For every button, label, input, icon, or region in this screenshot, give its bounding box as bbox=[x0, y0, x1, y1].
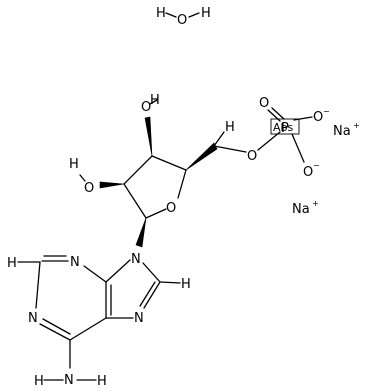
bond-o2-h bbox=[79, 174, 86, 182]
sodium-ion-1-charge: + bbox=[353, 121, 360, 130]
phosphate-o-right: O bbox=[303, 165, 313, 180]
bond-c8-n7-b bbox=[139, 281, 156, 307]
adenine-nh2-n: N bbox=[64, 373, 74, 388]
bond-c5-o5 bbox=[213, 145, 247, 153]
adenine-n9: N bbox=[131, 252, 141, 267]
water-bond-left bbox=[165, 12, 177, 18]
bond-o3-h bbox=[149, 99, 158, 105]
sodium-ions: Na + Na + bbox=[292, 121, 360, 217]
bond-o4-c1 bbox=[145, 208, 167, 219]
sodium-ion-1: Na bbox=[333, 124, 351, 139]
sodium-ion-2: Na bbox=[292, 202, 310, 217]
bond-c2-c3 bbox=[123, 155, 153, 185]
bond-c6-c5 bbox=[69, 317, 107, 341]
bond-c4-n3 bbox=[83, 265, 107, 283]
adenine-base: N H N N H N N H bbox=[7, 252, 191, 389]
bond-n1-c6-b bbox=[42, 318, 71, 335]
bond-n1-c6-a bbox=[39, 323, 71, 341]
ring-o: O bbox=[166, 201, 176, 216]
bond-p-o-right bbox=[291, 133, 305, 163]
adenine-nh2-h2: H bbox=[97, 374, 107, 389]
bond-c5-h bbox=[213, 131, 225, 147]
adenine-n3: N bbox=[70, 255, 80, 270]
water-h-left: H bbox=[156, 6, 166, 21]
wedge-c1-n9 bbox=[135, 217, 147, 248]
adenine-nh2-h1: H bbox=[34, 374, 44, 389]
oh-left-h: H bbox=[69, 157, 79, 172]
adenine-n7: N bbox=[134, 311, 144, 326]
wedge-c2-o2 bbox=[99, 181, 125, 189]
adenine-c8-h: H bbox=[181, 277, 191, 292]
phosphate-o-top-charge: − bbox=[323, 107, 330, 116]
bond-n9-c4 bbox=[105, 259, 131, 283]
bond-p-o-top bbox=[293, 116, 313, 121]
bond-c2-n1 bbox=[35, 261, 41, 309]
adenine-n1: N bbox=[28, 311, 38, 326]
oh-top-o: O bbox=[141, 100, 151, 115]
ribose-ring: O H O H O H O bbox=[69, 93, 281, 248]
bond-c8-h bbox=[159, 281, 181, 284]
phosphate-o-double: O bbox=[259, 96, 269, 111]
water-bond-right bbox=[188, 12, 200, 18]
bond-c4-o4 bbox=[177, 169, 187, 199]
water-h-right: H bbox=[201, 6, 211, 21]
water-o: O bbox=[177, 13, 187, 28]
ester-o: O bbox=[247, 149, 257, 164]
phosphorus: P bbox=[281, 121, 289, 136]
wedge-c4-c5 bbox=[185, 142, 218, 171]
phosphate-o-top: O bbox=[313, 110, 323, 125]
bond-o5-p bbox=[257, 131, 281, 151]
oh-top-h: H bbox=[150, 93, 160, 108]
sodium-ion-2-charge: + bbox=[312, 199, 319, 208]
bond-c1-c2 bbox=[123, 183, 147, 219]
abs-stereo-label: Abs bbox=[273, 121, 294, 134]
phosphate-o-right-charge: − bbox=[313, 161, 320, 170]
phosphate-group: P O O − O − Abs bbox=[259, 96, 330, 180]
adenine-c2-h: H bbox=[7, 256, 17, 271]
bond-p-o-double-b bbox=[271, 107, 285, 120]
abs-stereo-box bbox=[270, 118, 300, 135]
bond-n9-c8 bbox=[142, 262, 161, 283]
wedge-c3-o3 bbox=[144, 116, 153, 157]
water-molecule: H O H bbox=[156, 6, 211, 28]
oh-left-o: O bbox=[84, 181, 94, 196]
c5-h: H bbox=[225, 120, 235, 135]
bond-c8-n7-a bbox=[143, 281, 161, 309]
bond-c3-c4 bbox=[151, 155, 187, 171]
